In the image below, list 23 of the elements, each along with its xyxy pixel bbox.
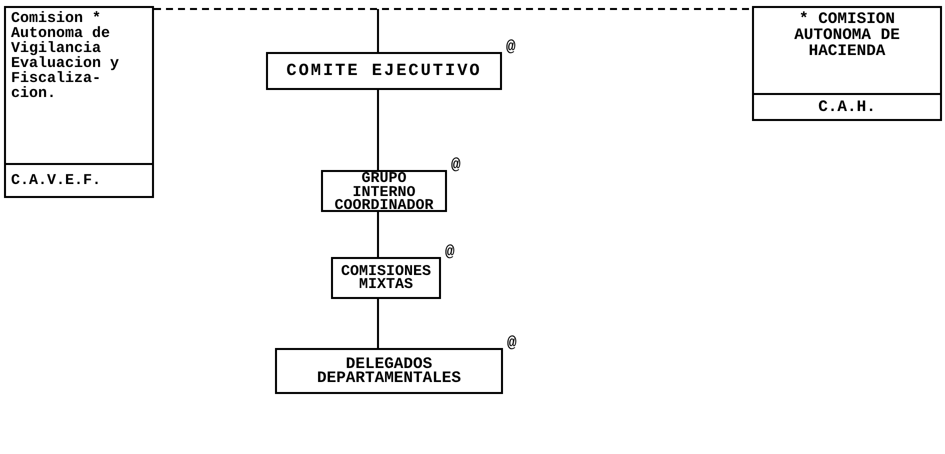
org-box (331, 257, 441, 299)
connector-line (377, 9, 379, 52)
box-title: * COMISION AUTONOMA DE HACIENDA (793, 9, 901, 62)
box-title: DELEGADOS DEPARTAMENTALES (316, 356, 462, 386)
note-mark: @ (507, 334, 517, 352)
note-mark: @ (445, 243, 455, 261)
box-title: GRUPO INTERNO COORDINADOR (333, 172, 435, 212)
dashed-connector (154, 8, 752, 10)
connector-line (377, 299, 379, 348)
box-title: Comision * Autonoma de Vigilancia Evaluacion y Fiscaliza- cion. (10, 9, 120, 104)
org-box (752, 6, 942, 121)
connector-line (377, 212, 379, 257)
org-box (321, 170, 447, 212)
org-box (275, 348, 503, 394)
org-box (266, 52, 502, 90)
abbreviation: C.A.V.E.F. (6, 163, 152, 196)
note-mark: @ (451, 156, 461, 174)
abbreviation: C.A.H. (754, 93, 940, 119)
connector-line (377, 90, 379, 170)
box-title: COMITE EJECUTIVO (285, 62, 483, 80)
note-mark: @ (506, 38, 516, 56)
box-title: COMISIONES MIXTAS (340, 264, 432, 292)
org-box (4, 6, 154, 198)
